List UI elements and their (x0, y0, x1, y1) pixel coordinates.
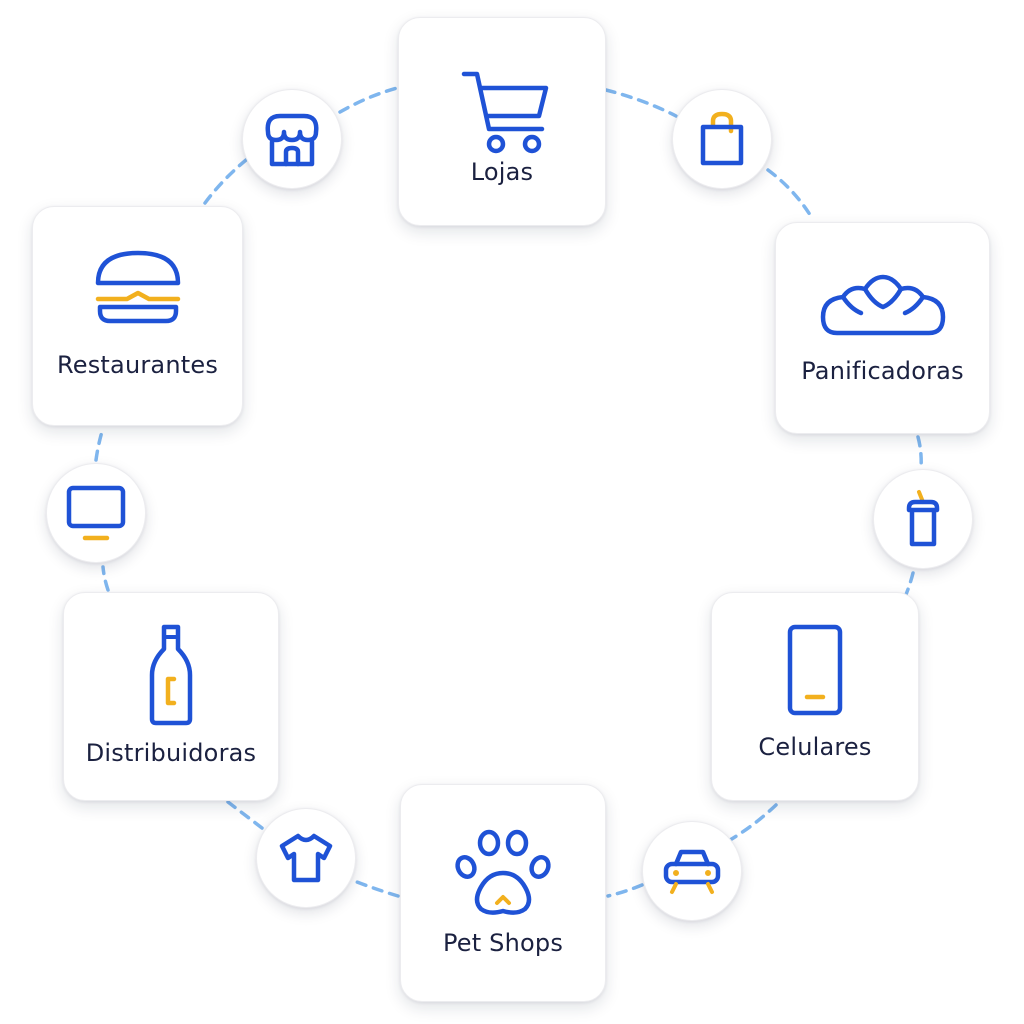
shopping-cart-icon (399, 64, 605, 164)
category-label: Pet Shops (442, 929, 564, 957)
connector-car-petshops (606, 883, 644, 898)
monitor-icon (66, 485, 126, 541)
bubble-shopping-bag[interactable] (672, 89, 772, 189)
bubble-cup[interactable] (873, 469, 973, 569)
connector-bag-panificadoras (766, 168, 814, 220)
t-shirt-icon (279, 833, 333, 883)
category-label: Celulares (758, 733, 872, 761)
connector-distribuidoras-monitor (101, 565, 110, 592)
bubble-car[interactable] (642, 821, 742, 921)
storefront-icon (265, 113, 319, 167)
category-card-pet-shops[interactable]: Pet Shops (400, 784, 606, 1002)
bottle-icon (64, 623, 278, 727)
shopping-bag-icon (700, 111, 744, 166)
connector-shirt-distribuidoras (226, 800, 264, 830)
bread-icon (776, 259, 989, 349)
connector-lojas-bag (604, 88, 678, 118)
category-card-distribuidoras[interactable]: Distribuidoras (63, 592, 279, 801)
category-label: Distribuidoras (85, 739, 257, 767)
bubble-storefront[interactable] (242, 89, 342, 189)
connector-monitor-restaurantes (94, 426, 105, 462)
category-label: Restaurantes (56, 351, 219, 379)
category-card-panificadoras[interactable]: Panificadoras (775, 222, 990, 434)
paw-icon (401, 827, 605, 919)
category-card-restaurantes[interactable]: Restaurantes (32, 206, 243, 426)
connector-petshops-shirt (355, 880, 400, 898)
connector-panificadoras-cup (916, 435, 923, 470)
connector-restaurantes-store (203, 158, 248, 205)
category-card-celulares[interactable]: Celulares (711, 592, 919, 801)
category-label: Panificadoras (801, 357, 964, 385)
connector-store-lojas (338, 86, 399, 114)
bubble-monitor[interactable] (46, 463, 146, 563)
category-label: Lojas (470, 158, 534, 186)
category-card-lojas[interactable]: Lojas (398, 17, 606, 226)
connector-celulares-car (728, 803, 778, 842)
cup-icon (906, 490, 940, 547)
car-icon (663, 849, 721, 894)
bubble-t-shirt[interactable] (256, 808, 356, 908)
burger-icon (33, 249, 242, 325)
smartphone-icon (712, 623, 918, 717)
